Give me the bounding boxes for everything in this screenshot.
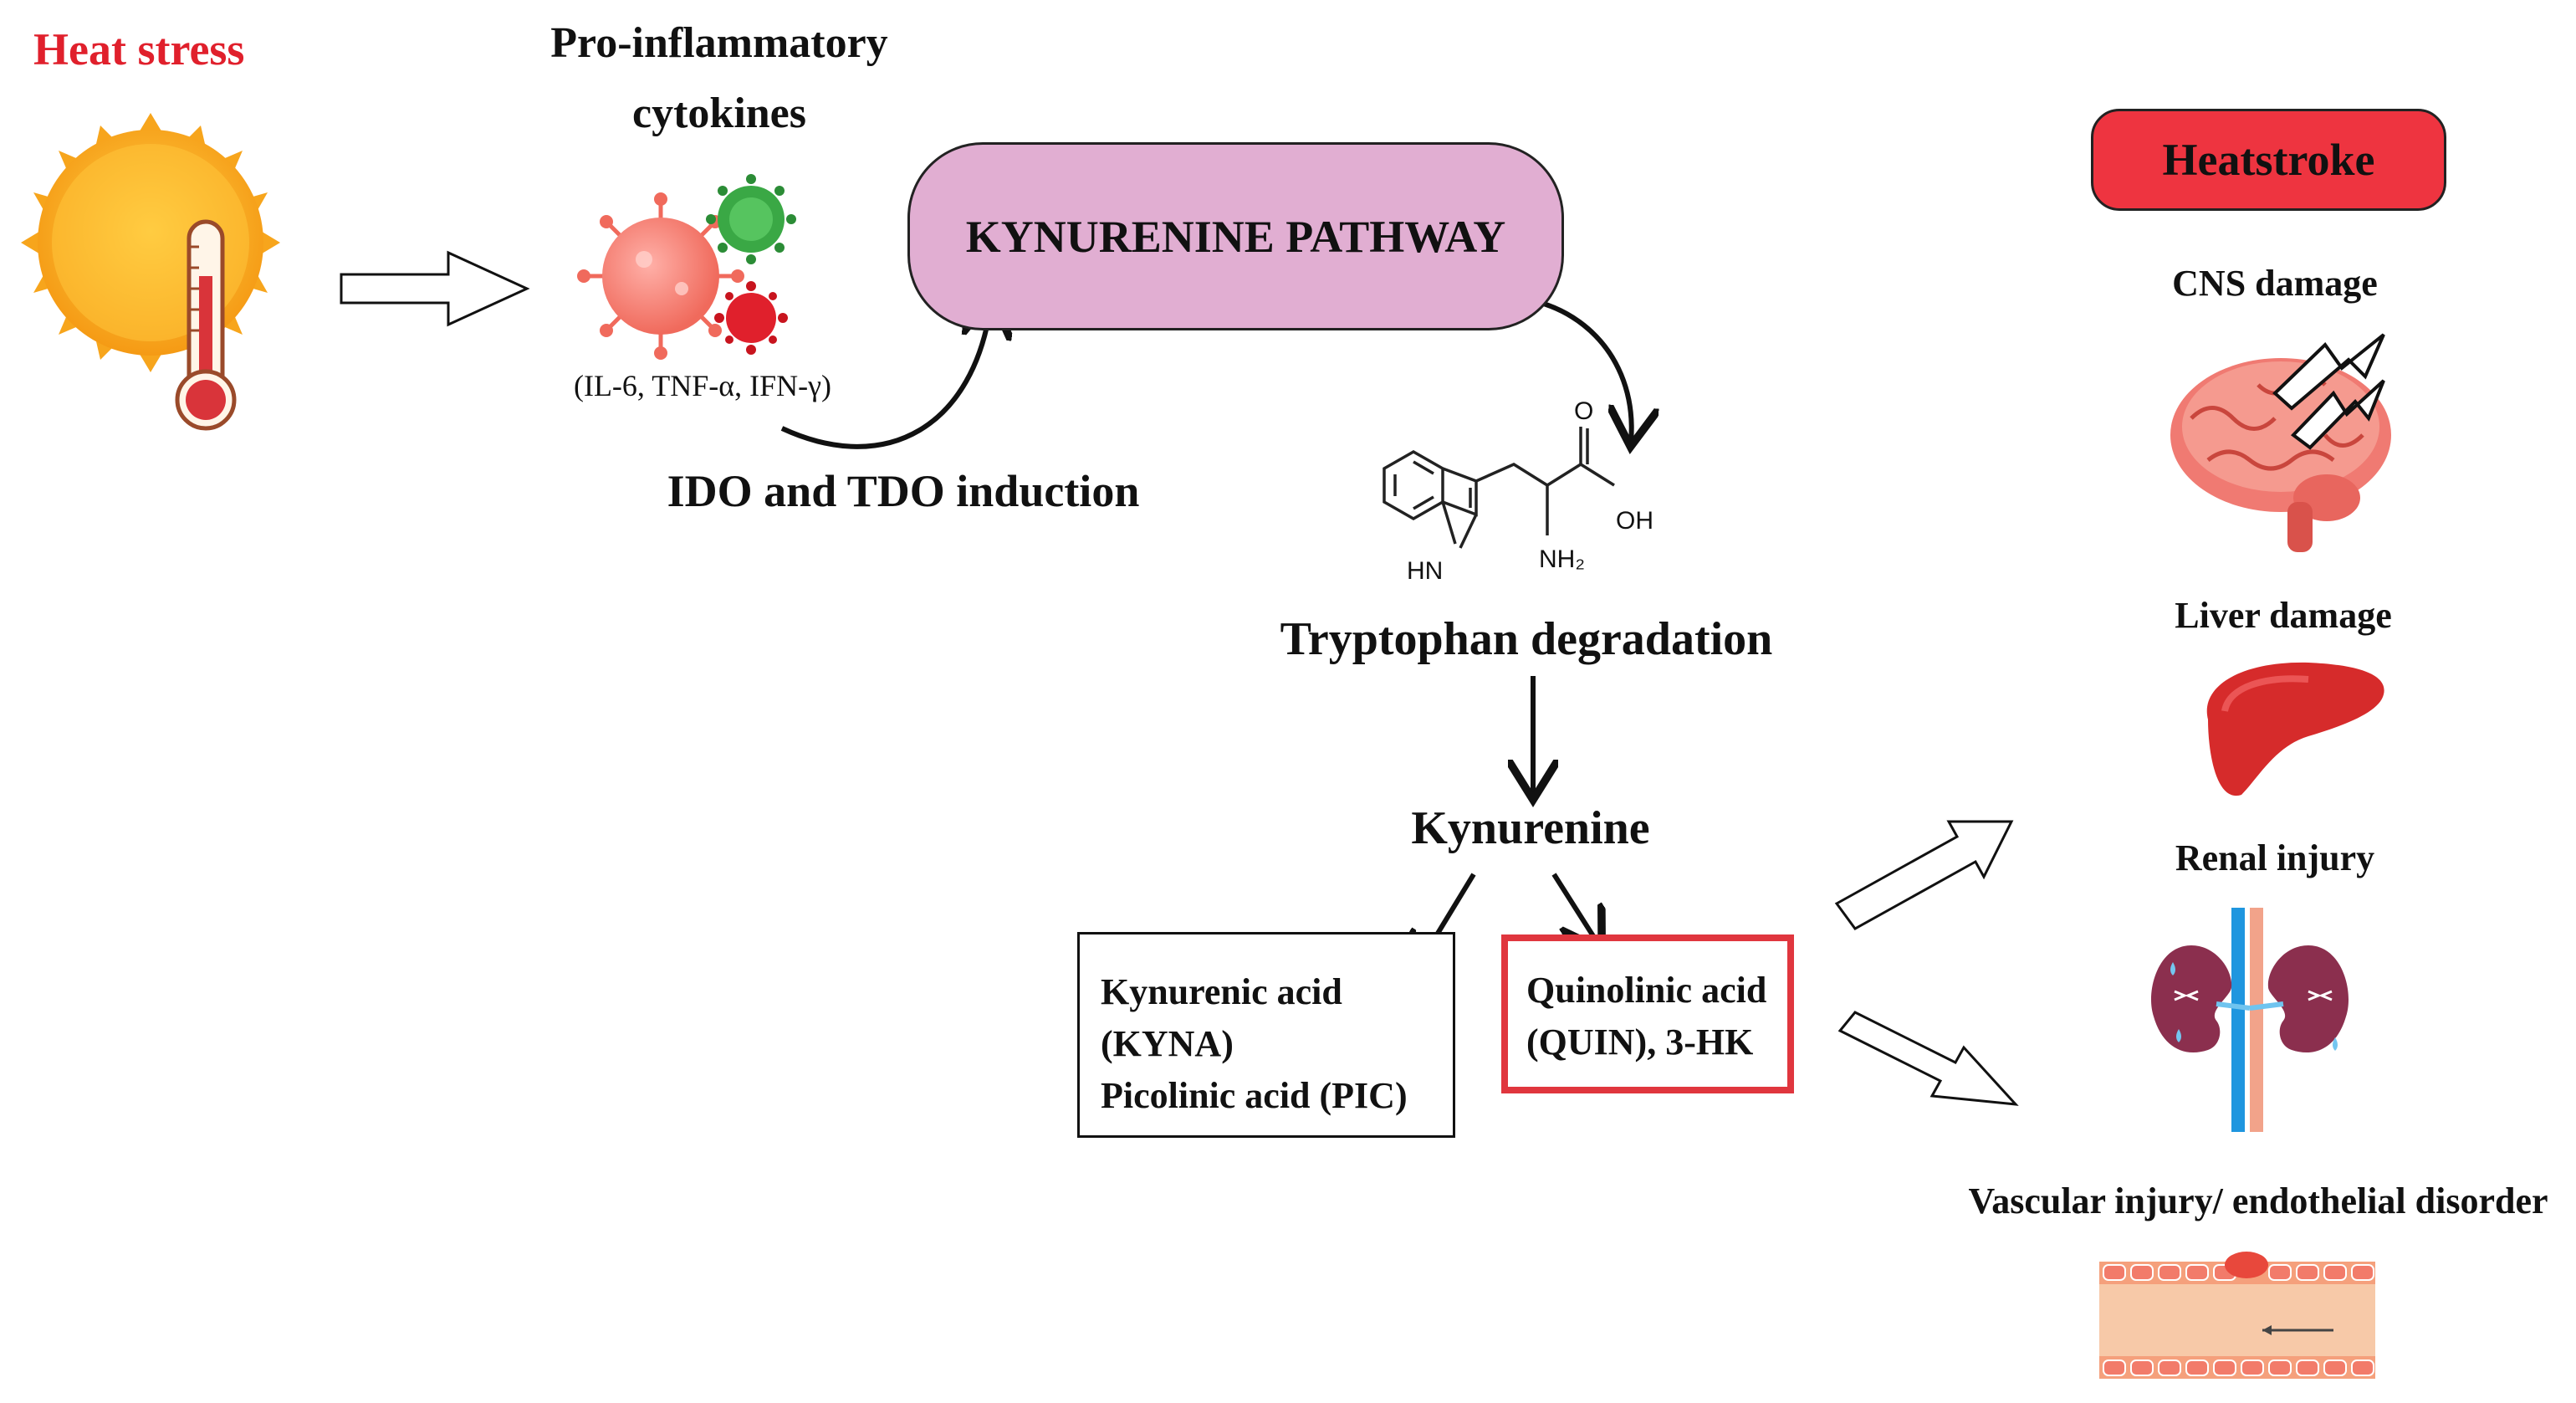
block-arrow-quin-to-organs-lower <box>1837 1011 2019 1106</box>
heatstroke-title: Heatstroke <box>2162 135 2375 185</box>
tryptophan-degradation-label: Tryptophan degradation <box>1280 613 1773 665</box>
block-arrow-quin-to-organs-upper <box>1834 820 2014 930</box>
heat-stress-title: Heat stress <box>33 24 245 74</box>
cytokines-list: (IL-6, TNF-α, IFN-γ) <box>573 369 832 402</box>
block-arrow-heat-to-cytokines <box>340 250 530 327</box>
quin-line1: Quinolinic acid <box>1526 970 1767 1011</box>
quin-box: Quinolinic acid (QUIN), 3-HK <box>1501 934 1794 1093</box>
atom-oh: OH <box>1616 507 1653 535</box>
cytokines-title-line2: cytokines <box>632 90 806 137</box>
atom-hn: HN <box>1407 557 1444 585</box>
outcome-vascular-label: Vascular injury/ endothelial disorder <box>1968 1180 2548 1221</box>
cytokine-virus-icon <box>577 174 796 360</box>
tryptophan-structure-icon <box>1383 427 1615 549</box>
atom-o: O <box>1574 397 1594 425</box>
kyna-pic-box: Kynurenic acid (KYNA) Picolinic acid (PI… <box>1077 932 1455 1138</box>
arrow-induction <box>780 303 991 449</box>
kyna-line1: Kynurenic acid <box>1101 971 1342 1012</box>
kidney-icon <box>2151 908 2349 1132</box>
induction-label: IDO and TDO induction <box>667 466 1140 516</box>
quin-line2: (QUIN), 3-HK <box>1526 1022 1754 1062</box>
outcome-liver-label: Liver damage <box>2175 595 2392 636</box>
brain-icon <box>2170 333 2391 552</box>
kyna-line3: Picolinic acid (PIC) <box>1101 1075 1408 1116</box>
kynurenine-label: Kynurenine <box>1411 802 1650 854</box>
kynurenine-pathway-title: KYNURENINE PATHWAY <box>965 211 1506 262</box>
blood-vessel-icon <box>2099 1252 2375 1379</box>
kyna-line2: (KYNA) <box>1101 1023 1234 1064</box>
atom-nh2: NH₂ <box>1539 545 1585 573</box>
outcome-renal-label: Renal injury <box>2175 837 2375 878</box>
outcome-cns-label: CNS damage <box>2172 263 2378 304</box>
liver-icon <box>2206 662 2384 796</box>
kynurenine-pathway-box: KYNURENINE PATHWAY <box>907 142 1564 330</box>
cytokines-title-line1: Pro-inflammatory <box>550 19 888 67</box>
heatstroke-badge: Heatstroke <box>2091 109 2446 211</box>
arrow-kynurenine-to-quin <box>1551 873 1599 945</box>
sun-thermometer-icon <box>21 113 280 431</box>
